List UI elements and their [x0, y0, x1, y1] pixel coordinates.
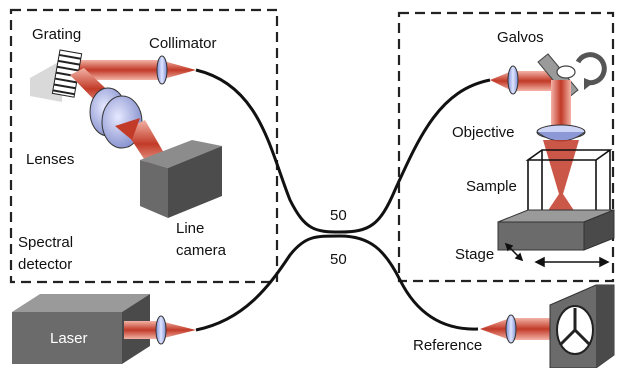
label-coupler-top: 50 — [330, 207, 347, 224]
spectral-detector-box — [9, 8, 279, 284]
laser-label: Laser — [50, 330, 88, 347]
objective — [536, 124, 586, 142]
label-stage: Stage — [455, 246, 494, 263]
grating — [30, 49, 83, 102]
label-line-camera-2: camera — [176, 242, 227, 259]
line-camera — [140, 140, 222, 218]
camera-arrow — [115, 118, 140, 140]
sample-collimator-lens — [507, 65, 519, 95]
sample-arm-beam — [490, 71, 552, 91]
label-objective: Objective — [452, 124, 515, 141]
label-grating: Grating — [32, 26, 81, 43]
stage-arrows — [504, 242, 610, 268]
label-sample: Sample — [466, 178, 517, 195]
focus-cone-upper — [543, 140, 579, 194]
laser-lens — [155, 315, 167, 345]
stage-platform — [497, 209, 615, 251]
fiber-paths — [195, 68, 491, 332]
galvo-to-objective-beam — [551, 80, 571, 132]
reference-mirror — [549, 284, 615, 368]
label-lenses: Lenses — [26, 151, 74, 168]
lenses — [89, 87, 143, 149]
collimator-lens — [156, 55, 168, 85]
label-coupler-bottom: 50 — [330, 251, 347, 268]
reference-beam — [480, 318, 560, 340]
reference-lens — [505, 314, 517, 344]
label-galvos: Galvos — [497, 29, 544, 46]
label-spectral-1: Spectral — [18, 234, 73, 251]
label-reference: Reference — [413, 337, 482, 354]
label-collimator: Collimator — [149, 35, 217, 52]
label-line-camera-1: Line — [176, 220, 204, 237]
galvo-rotate-arrow-icon — [575, 52, 607, 86]
label-spectral-2: detector — [18, 256, 72, 273]
